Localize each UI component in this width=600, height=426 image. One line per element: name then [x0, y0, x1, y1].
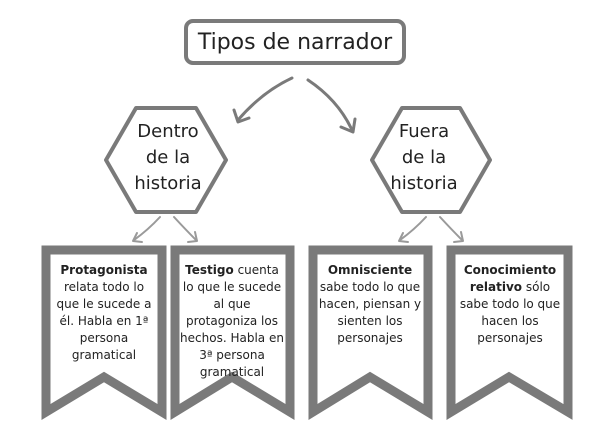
narrator-type-name: Protagonista	[60, 263, 148, 277]
arrow-head-dentro-to-protagonista	[132, 232, 143, 243]
hexagon-fuera	[370, 106, 492, 214]
category-label-line: Fuera	[398, 121, 450, 142]
arrow-fuera-to-omnisciente	[399, 216, 427, 241]
arrow-dentro-to-testigo	[173, 216, 197, 241]
narrator-type-description: relata todo lo que le sucede a él. Habla…	[56, 280, 152, 362]
arrow-head-title-to-dentro	[232, 108, 251, 124]
narrator-type-name: Conocimiento relativo	[463, 263, 557, 294]
category-label-dentro: Dentro de la historia	[118, 119, 218, 197]
banner-text-protagonista: Protagonista relata todo lo que le suced…	[52, 262, 156, 364]
category-label-line: de la	[145, 147, 191, 168]
banner-omnisciente	[308, 245, 433, 421]
category-label-line: historia	[134, 173, 202, 194]
arrow-title-to-dentro	[236, 76, 294, 122]
arrow-dentro-to-protagonista	[133, 216, 161, 241]
banner-testigo	[170, 245, 295, 421]
banner-text-conocimiento-relativo: Conocimiento relativo sólo sabe todo lo …	[456, 262, 564, 347]
category-label-line: de la	[401, 147, 447, 168]
category-label-line: historia	[390, 173, 458, 194]
arrow-head-title-to-fuera	[339, 117, 357, 134]
arrow-head-fuera-to-omnisciente	[398, 232, 409, 243]
narrator-type-description: sólo sabe todo lo que hacen los personaj…	[459, 280, 561, 345]
category-label-fuera: Fuera de la historia	[374, 119, 474, 197]
arrow-fuera-to-conocimiento	[439, 216, 463, 241]
hexagon-dentro	[104, 106, 228, 214]
banner-conocimiento-relativo	[446, 245, 573, 420]
diagram-title: Tipos de narrador	[184, 19, 406, 65]
arrow-head-fuera-to-conocimiento	[453, 231, 464, 243]
banner-protagonista	[41, 245, 167, 420]
banner-text-omnisciente: Omnisciente sabe todo lo que hacen, pien…	[318, 262, 422, 347]
arrow-title-to-fuera	[306, 78, 354, 132]
narrator-type-description: cuenta lo que le sucede al que protagoni…	[180, 263, 284, 379]
narrator-type-description: sabe todo lo que hacen, piensan y siente…	[318, 280, 422, 345]
banner-text-testigo: Testigo cuenta lo que le sucede al que p…	[180, 262, 284, 381]
category-label-line: Dentro	[137, 121, 199, 142]
narrator-type-name: Testigo	[185, 263, 234, 277]
narrator-type-name: Omnisciente	[327, 263, 413, 277]
arrow-head-dentro-to-testigo	[187, 231, 198, 243]
